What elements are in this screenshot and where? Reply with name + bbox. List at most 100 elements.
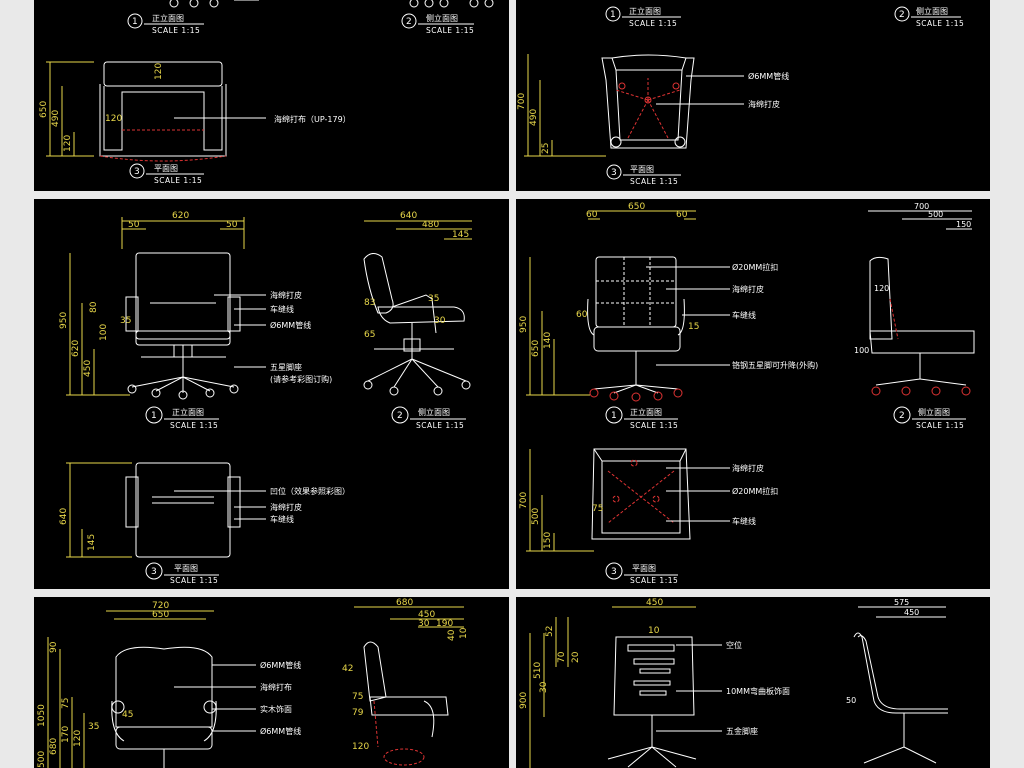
svg-text:正立面图: 正立面图 — [152, 13, 184, 23]
callout-pipe: Ø6MM管线 — [260, 660, 301, 670]
callout-sponge-2: 海绵打皮 — [732, 463, 764, 473]
svg-text:900: 900 — [519, 692, 529, 709]
svg-text:700: 700 — [914, 202, 929, 211]
svg-text:480: 480 — [422, 220, 439, 230]
view-title-front: 1 正立面图 SCALE 1:15 — [127, 13, 204, 35]
callout-base-note: (请参考彩图订购) — [270, 374, 332, 384]
svg-text:79: 79 — [352, 708, 364, 718]
drawing-panel-6: 450 900 510 52 70 20 30 10 空位 10MM弯曲板饰面 — [516, 597, 990, 768]
svg-text:SCALE 1:15: SCALE 1:15 — [629, 19, 677, 28]
svg-text:SCALE 1:15: SCALE 1:15 — [916, 421, 964, 430]
chair-side-view — [363, 253, 471, 396]
svg-text:500: 500 — [928, 210, 943, 219]
svg-text:620: 620 — [71, 340, 81, 357]
svg-text:950: 950 — [59, 312, 69, 329]
svg-text:1: 1 — [611, 411, 617, 421]
drawing-panel-3: 620 50 50 950 620 450 — [34, 199, 509, 589]
svg-text:720: 720 — [152, 601, 169, 611]
callout-fabric: 海绵打布 — [260, 682, 292, 692]
svg-text:侧立面图: 侧立面图 — [426, 13, 458, 23]
svg-text:145: 145 — [452, 230, 469, 240]
svg-text:2: 2 — [899, 411, 905, 421]
svg-text:650: 650 — [39, 101, 49, 118]
svg-text:1: 1 — [610, 10, 616, 20]
svg-text:10: 10 — [459, 627, 469, 639]
svg-text:30: 30 — [434, 316, 446, 326]
panel-3-svg: 620 50 50 950 620 450 — [59, 211, 472, 585]
callout-stitch-2: 车缝线 — [732, 516, 756, 526]
callout-sponge: 海绵打皮 — [732, 284, 764, 294]
chair-plan-view — [591, 448, 691, 540]
drawing-panel-4: 650 60 60 950 650 140 60 15 — [516, 199, 990, 589]
svg-text:侧立面图: 侧立面图 — [418, 407, 450, 417]
view-title-plan: 3 平面图 SCALE 1:15 — [145, 562, 219, 585]
view-title-front: 1 正立面图 SCALE 1:15 — [605, 6, 681, 28]
svg-text:140: 140 — [543, 332, 553, 349]
callout-fabric: 海绵打布（UP-179） — [274, 114, 351, 124]
svg-text:650: 650 — [152, 610, 169, 620]
svg-text:正立面图: 正立面图 — [629, 6, 661, 16]
svg-text:100: 100 — [854, 346, 869, 355]
svg-text:3: 3 — [151, 567, 157, 577]
callout-sponge: 海绵打皮 — [748, 99, 780, 109]
svg-text:510: 510 — [533, 662, 543, 679]
svg-text:3: 3 — [611, 168, 617, 178]
chair-front-view — [607, 636, 697, 768]
svg-text:35: 35 — [88, 722, 99, 732]
svg-text:680: 680 — [49, 738, 59, 755]
svg-text:SCALE 1:15: SCALE 1:15 — [426, 26, 474, 35]
svg-text:170: 170 — [61, 726, 71, 743]
svg-text:450: 450 — [904, 608, 919, 617]
svg-text:700: 700 — [519, 492, 529, 509]
svg-text:侧立面图: 侧立面图 — [916, 6, 948, 16]
svg-text:2: 2 — [397, 411, 403, 421]
svg-text:120: 120 — [105, 114, 122, 124]
svg-text:950: 950 — [519, 316, 529, 333]
chair-plan-view — [99, 61, 227, 162]
svg-text:正立面图: 正立面图 — [630, 407, 662, 417]
svg-text:42: 42 — [342, 664, 353, 674]
view-title-front: 1 正立面图 SCALE 1:15 — [145, 406, 219, 430]
svg-text:1: 1 — [151, 411, 157, 421]
callout-wood: 实木饰面 — [260, 704, 292, 714]
svg-text:70: 70 — [557, 651, 567, 663]
svg-text:60: 60 — [586, 210, 598, 220]
svg-text:35: 35 — [120, 316, 131, 326]
svg-text:正立面图: 正立面图 — [172, 407, 204, 417]
svg-text:450: 450 — [646, 598, 663, 608]
callout-sponge-2: 海绵打皮 — [270, 502, 302, 512]
svg-text:680: 680 — [396, 598, 413, 608]
view-title-side: 2 侧立面图 SCALE 1:15 — [893, 406, 966, 430]
panel-2-svg: 1 正立面图 SCALE 1:15 2 侧立面图 SCALE 1:15 — [517, 6, 964, 186]
view-title-plan: 3 平面图 SCALE 1:15 — [129, 163, 204, 185]
svg-text:35: 35 — [428, 294, 439, 304]
chair-front-view — [125, 252, 241, 400]
svg-text:SCALE 1:15: SCALE 1:15 — [630, 177, 678, 186]
svg-text:SCALE 1:15: SCALE 1:15 — [416, 421, 464, 430]
svg-text:10: 10 — [648, 626, 660, 636]
svg-text:50: 50 — [128, 220, 140, 230]
svg-text:SCALE 1:15: SCALE 1:15 — [170, 576, 218, 585]
view-title-front: 1 正立面图 SCALE 1:15 — [605, 406, 678, 430]
svg-text:640: 640 — [400, 211, 417, 221]
svg-text:640: 640 — [59, 508, 69, 525]
svg-text:50: 50 — [226, 220, 238, 230]
callout-base: 五星脚座 — [270, 362, 302, 372]
callout-pipe-2: Ø6MM管线 — [260, 726, 301, 736]
svg-text:SCALE 1:15: SCALE 1:15 — [154, 176, 202, 185]
svg-text:45: 45 — [122, 710, 133, 720]
svg-text:SCALE 1:15: SCALE 1:15 — [630, 576, 678, 585]
callout-stitch: 车缝线 — [270, 304, 294, 314]
svg-text:650: 650 — [531, 340, 541, 357]
callout-gap: 空位 — [726, 640, 742, 650]
svg-text:20: 20 — [571, 651, 581, 663]
svg-text:650: 650 — [628, 202, 645, 212]
chair-plan-view — [125, 462, 241, 558]
svg-text:75: 75 — [61, 698, 71, 709]
svg-text:150: 150 — [956, 220, 971, 229]
svg-text:450: 450 — [83, 360, 93, 377]
svg-text:3: 3 — [134, 167, 140, 177]
svg-text:100: 100 — [99, 324, 109, 341]
svg-text:450: 450 — [418, 610, 435, 620]
view-title-side: 2 侧立面图 SCALE 1:15 — [894, 6, 964, 28]
